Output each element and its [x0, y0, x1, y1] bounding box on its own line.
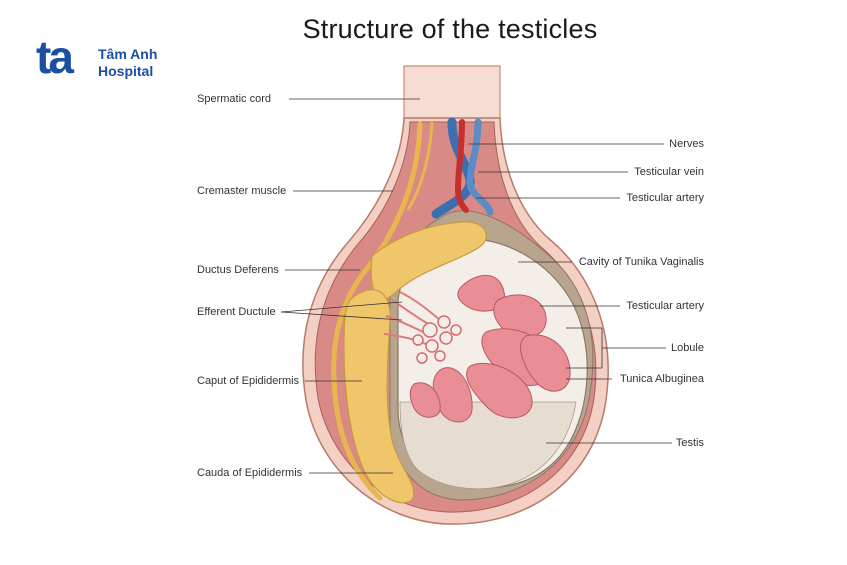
logo-mark: ta: [36, 31, 74, 83]
label-testis: Testis: [675, 437, 704, 449]
rete-testis: [412, 315, 462, 364]
lobules: [409, 274, 571, 423]
nerve-shape: [406, 121, 434, 211]
label-caput-epididermis: Caput of Epididermis: [197, 375, 300, 387]
vein-shape-2: [466, 118, 494, 216]
label-nerves: Nerves: [669, 138, 704, 150]
ductus-deferens-shape: [331, 121, 423, 501]
leader-lines-left: [280, 98, 420, 474]
spermatic-cord-shape: [403, 65, 501, 121]
label-cremaster-muscle: Cremaster muscle: [197, 185, 287, 197]
epididymis-body: [343, 289, 415, 504]
label-tunica-albuginea: Tunica Albuginea: [620, 373, 704, 385]
logo-name-line1: Tâm Anh: [98, 46, 158, 62]
leader-lines-right: [468, 143, 672, 444]
artery-shape: [454, 119, 469, 213]
label-ductus-deferens: Ductus Deferens: [197, 264, 279, 276]
hospital-logo: ta Tâm Anh Hospital: [36, 34, 176, 86]
label-testicular-vein: Testicular vein: [634, 166, 704, 178]
page-title: Structure of the testicles: [302, 14, 598, 44]
label-cauda-epididermis: Cauda of Epididermis: [197, 467, 303, 479]
logo-name-line2: Hospital: [98, 63, 154, 79]
label-efferent-ductule: Efferent Ductule: [197, 306, 276, 318]
label-cavity-tunika-vaginalis: Cavity of Tunika Vaginalis: [578, 256, 704, 268]
label-testicular-artery-mid: Testicular artery: [626, 300, 704, 312]
label-testicular-artery-top: Testicular artery: [626, 192, 704, 204]
label-spermatic-cord: Spermatic cord: [197, 93, 271, 105]
label-lobule: Lobule: [670, 342, 704, 354]
